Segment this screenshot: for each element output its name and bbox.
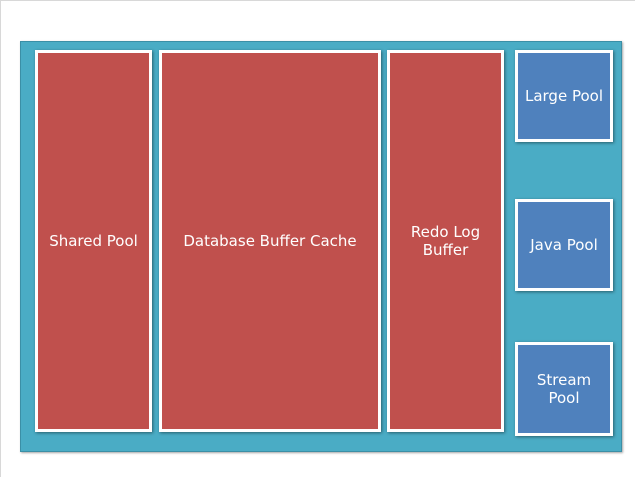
- stream-pool-label: Stream Pool: [536, 371, 592, 407]
- java-pool-label: Java Pool: [530, 236, 598, 254]
- shared-pool-block: Shared Pool: [35, 50, 152, 432]
- shared-pool-label: Shared Pool: [49, 232, 138, 250]
- redo-log-buffer-label: Redo Log Buffer: [410, 223, 481, 259]
- database-buffer-cache-block: Database Buffer Cache: [159, 50, 381, 432]
- database-buffer-cache-label: Database Buffer Cache: [183, 232, 357, 250]
- redo-log-buffer-block: Redo Log Buffer: [387, 50, 504, 432]
- large-pool-label: Large Pool: [524, 87, 603, 105]
- stream-pool-block: Stream Pool: [515, 342, 613, 436]
- java-pool-block: Java Pool: [515, 199, 613, 291]
- large-pool-block: Large Pool: [515, 50, 613, 142]
